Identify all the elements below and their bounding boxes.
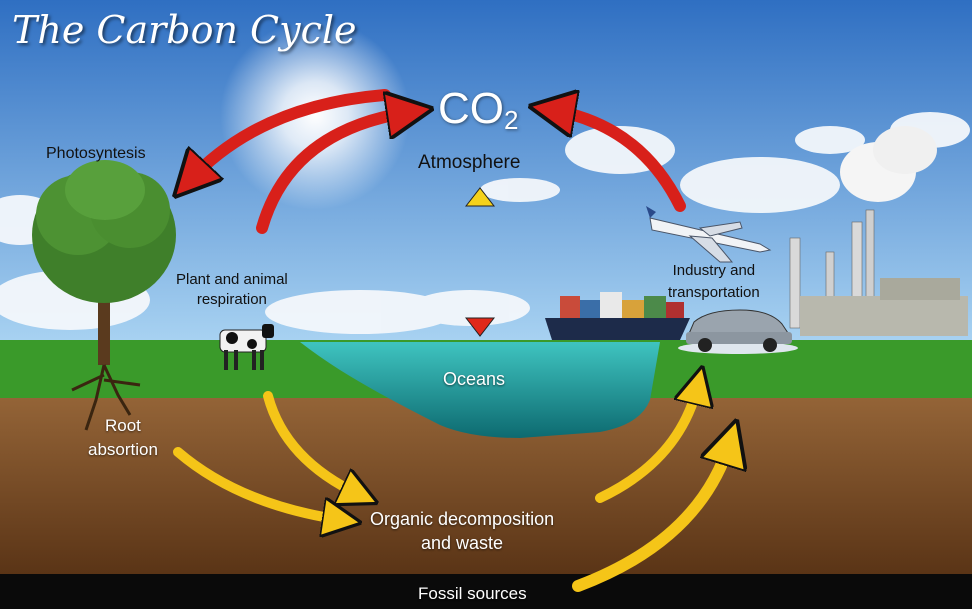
industry-label: Industry and transportation — [668, 260, 760, 304]
ocean — [300, 342, 660, 438]
industry-label-line1: Industry and — [672, 262, 756, 279]
arrow-co2-to-photosynthesis — [190, 89, 391, 180]
root-absorption-label: Root absortion — [88, 414, 158, 462]
sun — [220, 20, 410, 210]
root-label-line2: absortion — [88, 440, 158, 459]
arrow-respiration-to-co2 — [256, 112, 410, 234]
tree — [32, 160, 176, 431]
fossil-sources-label: Fossil sources — [418, 584, 527, 603]
diagram-title: The Carbon Cycle — [12, 8, 357, 52]
arrow-atmosphere-ocean-head-bottom — [464, 317, 496, 337]
co2-subscript: 2 — [504, 105, 519, 135]
arrow-industry-to-co2 — [552, 110, 686, 212]
co2-base: CO — [438, 84, 504, 133]
decomposition-label-line2: and waste — [421, 533, 504, 553]
oceans-label: Oceans — [443, 369, 506, 389]
decomposition-label: Organic decomposition and waste — [370, 507, 554, 555]
decomposition-label-line1: Organic decomposition — [370, 509, 555, 529]
arrow-atmosphere-ocean-head-top — [464, 187, 496, 207]
atmosphere-label: Atmosphere — [418, 152, 521, 173]
respiration-label-line2: respiration — [196, 291, 267, 308]
root-label-line1: Root — [105, 416, 141, 435]
arrow-fossil-to-industry — [572, 442, 730, 592]
respiration-label-line1: Plant and animal — [176, 271, 288, 288]
arrow-respiration-to-decomposition — [263, 391, 360, 495]
co2-label: CO2 — [438, 84, 518, 136]
arrow-root-to-decomposition — [173, 447, 342, 520]
arrow-decomposition-to-industry — [595, 385, 698, 503]
airplane — [646, 206, 772, 263]
industry-label-line2: transportation — [668, 284, 760, 301]
factory — [789, 126, 968, 336]
cow — [219, 324, 274, 370]
respiration-label: Plant and animal respiration — [176, 270, 288, 310]
car — [678, 309, 798, 354]
photosynthesis-label: Photosyntesis — [46, 145, 146, 162]
cargo-ship — [545, 292, 690, 340]
fossil-layer — [0, 574, 972, 609]
